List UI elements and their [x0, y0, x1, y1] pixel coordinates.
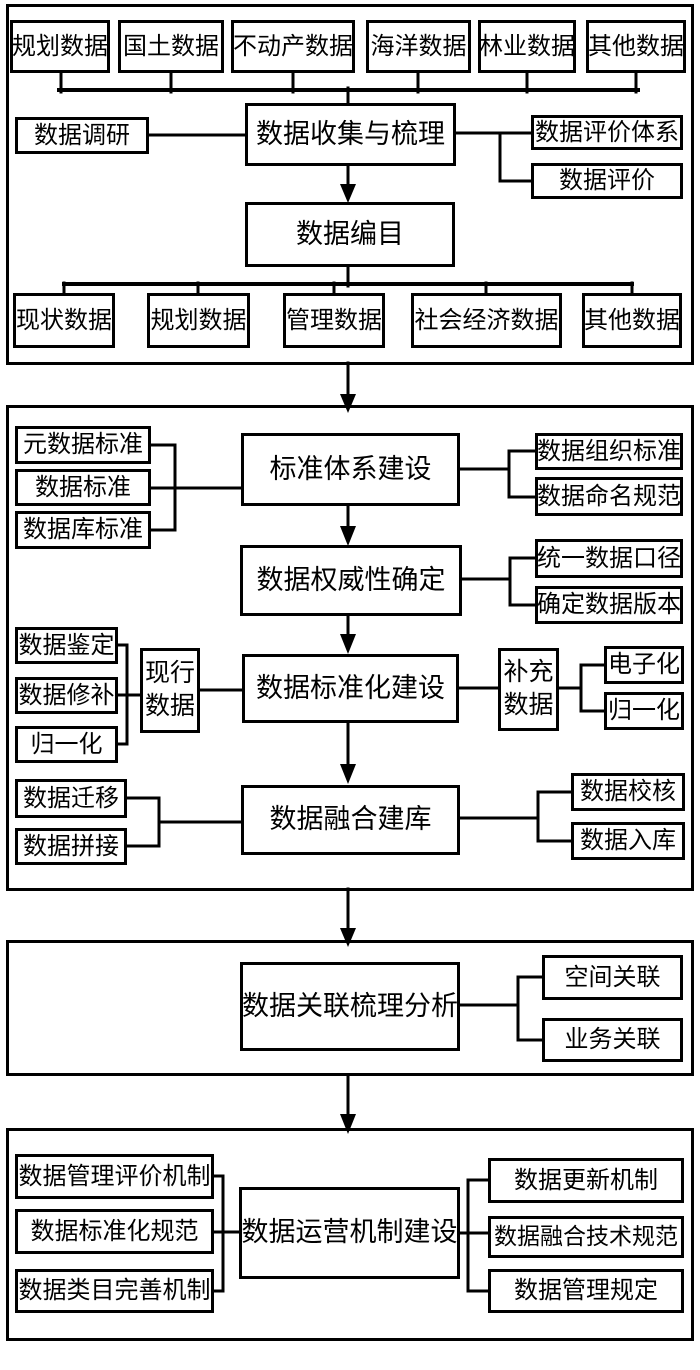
box-normalize-right: 归一化 — [604, 692, 684, 730]
box-current-data: 现行数据 — [140, 648, 200, 733]
box-out-socioeconomic-data: 社会经济数据 — [411, 293, 562, 348]
section-operation-mechanism — [6, 1128, 694, 1341]
box-data-repair: 数据修补 — [15, 677, 118, 714]
box-standardize-norm: 数据标准化规范 — [15, 1209, 214, 1254]
box-business-association: 业务关联 — [542, 1018, 683, 1062]
box-mgmt-eval-mechanism: 数据管理评价机制 — [15, 1154, 214, 1199]
box-source-forestry-data: 林业数据 — [478, 20, 576, 73]
box-org-standard: 数据组织标准 — [535, 433, 683, 470]
box-out-planning-data: 规划数据 — [147, 293, 250, 348]
box-unified-caliber: 统一数据口径 — [535, 539, 683, 578]
section-association-analysis — [6, 940, 694, 1076]
box-data-authority: 数据权威性确定 — [240, 545, 462, 616]
box-standard-system: 标准体系建设 — [241, 433, 460, 506]
box-category-mechanism: 数据类目完善机制 — [15, 1269, 214, 1313]
box-update-mechanism: 数据更新机制 — [488, 1158, 684, 1203]
section-standardization — [6, 405, 694, 891]
box-data-standardize: 数据标准化建设 — [242, 654, 459, 723]
box-normalize-left: 归一化 — [15, 726, 118, 763]
box-data-warehouse: 数据入库 — [571, 822, 685, 860]
box-eval-system: 数据评价体系 — [531, 115, 683, 150]
box-association-analysis: 数据关联梳理分析 — [240, 962, 460, 1051]
box-data-migration: 数据迁移 — [15, 779, 127, 818]
box-electronic: 电子化 — [604, 646, 684, 684]
box-out-other-data: 其他数据 — [582, 293, 682, 348]
box-spatial-association: 空间关联 — [542, 955, 683, 1000]
box-data-eval: 数据评价 — [531, 163, 683, 199]
box-source-planning-data: 规划数据 — [10, 20, 110, 73]
box-collect-organize: 数据收集与梳理 — [245, 103, 456, 166]
box-source-other-data: 其他数据 — [586, 20, 686, 73]
box-data-check: 数据校核 — [571, 773, 685, 811]
box-source-realestate-data: 不动产数据 — [231, 20, 355, 73]
box-fusion-database: 数据融合建库 — [241, 785, 460, 855]
box-database-standard: 数据库标准 — [15, 511, 151, 549]
box-data-identify: 数据鉴定 — [15, 627, 118, 664]
box-metadata-standard: 元数据标准 — [15, 426, 151, 464]
box-fusion-tech-norm: 数据融合技术规范 — [488, 1216, 684, 1258]
box-source-ocean-data: 海洋数据 — [366, 20, 471, 73]
box-data-catalog: 数据编目 — [245, 202, 455, 267]
box-data-standard: 数据标准 — [15, 469, 151, 506]
box-mgmt-rules: 数据管理规定 — [488, 1269, 684, 1313]
arrowheads — [340, 184, 356, 1134]
box-data-version: 确定数据版本 — [535, 586, 683, 624]
box-supplement-data: 补充数据 — [498, 648, 559, 731]
box-data-splice: 数据拼接 — [15, 828, 127, 865]
box-source-land-data: 国土数据 — [118, 20, 224, 73]
box-operation-mechanism: 数据运营机制建设 — [239, 1187, 460, 1279]
box-out-current-data: 现状数据 — [13, 293, 115, 348]
box-naming-standard: 数据命名规范 — [535, 477, 683, 516]
section-data-collection — [6, 4, 694, 365]
box-out-management-data: 管理数据 — [283, 293, 385, 348]
box-data-survey: 数据调研 — [15, 117, 149, 154]
